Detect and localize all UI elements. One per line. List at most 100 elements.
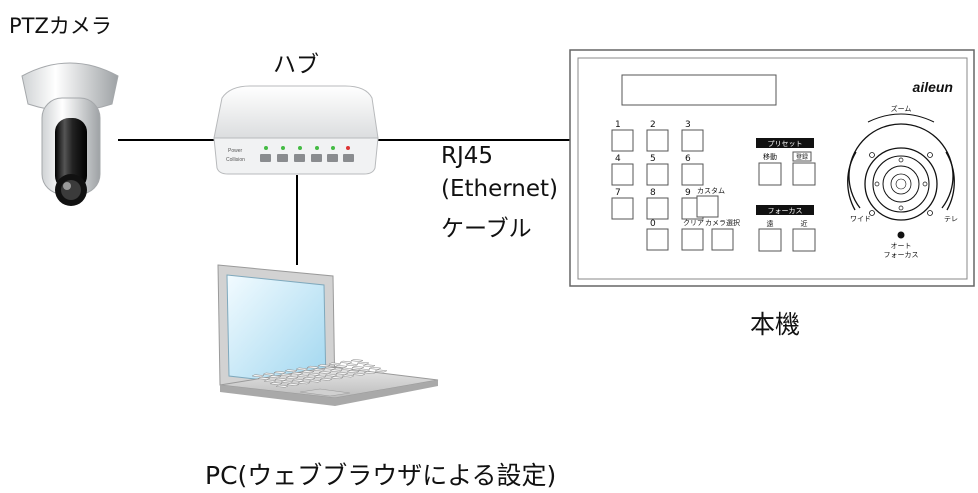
number-key-label-2: 2 bbox=[650, 120, 656, 130]
camera-label: PTZカメラ bbox=[9, 14, 112, 38]
svg-text:カスタム: カスタム bbox=[697, 186, 725, 195]
laptop-key bbox=[302, 377, 316, 380]
laptop-key bbox=[374, 369, 388, 373]
number-key-label-4: 4 bbox=[615, 154, 621, 164]
focus-group: フォーカス 遠 近 bbox=[756, 205, 816, 252]
number-key-label-1: 1 bbox=[615, 120, 621, 130]
focus-near-key[interactable] bbox=[792, 228, 816, 252]
number-key-label-6: 6 bbox=[685, 154, 691, 164]
svg-text:カメラ選択: カメラ選択 bbox=[705, 218, 740, 227]
laptop-key bbox=[268, 375, 282, 379]
laptop-key bbox=[295, 367, 309, 371]
laptop-key bbox=[301, 370, 315, 374]
laptop-key bbox=[275, 384, 289, 388]
laptop-key bbox=[357, 368, 371, 372]
ptz-camera bbox=[21, 62, 119, 206]
laptop-key bbox=[251, 374, 265, 378]
laptop-key bbox=[291, 378, 305, 382]
hub-ports bbox=[260, 154, 354, 162]
laptop-key bbox=[363, 371, 377, 375]
laptop-key bbox=[328, 362, 342, 366]
svg-text:Collision: Collision bbox=[226, 157, 245, 163]
number-key-1[interactable] bbox=[611, 129, 634, 152]
cable-label-line2: (Ethernet) bbox=[441, 176, 559, 202]
number-key-label-9: 9 bbox=[685, 188, 691, 198]
laptop-key bbox=[290, 371, 304, 375]
preset-register-key[interactable] bbox=[792, 162, 816, 186]
svg-text:フォーカス: フォーカス bbox=[884, 251, 919, 259]
autofocus-button[interactable] bbox=[897, 231, 905, 239]
laptop-key bbox=[346, 370, 360, 374]
device-label: 本機 bbox=[750, 310, 801, 339]
laptop-key bbox=[296, 374, 310, 378]
focus-far-key[interactable] bbox=[758, 228, 782, 252]
number-key-6[interactable] bbox=[681, 163, 704, 186]
laptop-key bbox=[339, 360, 353, 364]
number-key-3[interactable] bbox=[681, 129, 704, 152]
number-key-label-3: 3 bbox=[685, 120, 691, 130]
hub-leds bbox=[264, 146, 350, 160]
laptop-key bbox=[269, 382, 283, 386]
clear-key[interactable] bbox=[681, 228, 704, 251]
preset-move-key[interactable] bbox=[758, 162, 782, 186]
number-key-label-5: 5 bbox=[650, 154, 656, 164]
laptop-key bbox=[362, 364, 376, 368]
laptop-key bbox=[351, 365, 365, 369]
number-key-2[interactable] bbox=[646, 129, 669, 152]
laptop-key bbox=[306, 365, 320, 369]
laptop-key bbox=[263, 379, 277, 383]
laptop-key bbox=[257, 376, 271, 380]
laptop-key bbox=[352, 372, 366, 376]
number-key-4[interactable] bbox=[611, 163, 634, 186]
svg-text:フォーカス: フォーカス bbox=[768, 207, 803, 215]
laptop-key bbox=[318, 371, 332, 374]
laptop-key bbox=[313, 375, 327, 379]
laptop-key bbox=[308, 379, 322, 383]
number-key-8[interactable] bbox=[646, 197, 669, 220]
cable-label-line3: ケーブル bbox=[441, 216, 532, 242]
number-key-label-8: 8 bbox=[650, 188, 656, 198]
laptop-key bbox=[350, 359, 364, 362]
laptop-key bbox=[330, 376, 344, 380]
laptop-key bbox=[274, 377, 288, 381]
laptop-key bbox=[317, 364, 331, 368]
number-key-0[interactable] bbox=[646, 228, 669, 251]
brand-logo: aileun bbox=[913, 79, 953, 95]
svg-text:移動: 移動 bbox=[763, 152, 777, 161]
laptop-key bbox=[356, 361, 370, 365]
laptop-key bbox=[273, 370, 287, 374]
laptop-key bbox=[324, 373, 338, 377]
laptop-key bbox=[335, 371, 349, 375]
laptop-key bbox=[341, 374, 355, 378]
laptop-key bbox=[262, 372, 276, 376]
cable-label-line1: RJ45 bbox=[441, 143, 494, 169]
custom-key[interactable] bbox=[696, 195, 719, 218]
laptop-key bbox=[280, 380, 294, 384]
svg-text:ワイド: ワイド bbox=[850, 215, 871, 223]
number-key-label-0: 0 bbox=[650, 219, 656, 229]
laptop-key bbox=[312, 368, 326, 372]
pc-label: PC(ウェブブラウザによる設定) bbox=[205, 461, 557, 490]
svg-text:ズーム: ズーム bbox=[891, 104, 912, 113]
hub: Power Collision bbox=[213, 85, 379, 175]
laptop-key bbox=[319, 377, 333, 381]
lcd-display bbox=[621, 74, 777, 106]
laptop-pc bbox=[217, 264, 439, 406]
svg-text:近: 近 bbox=[801, 219, 808, 228]
laptop-key bbox=[297, 381, 311, 385]
connection-lines bbox=[118, 139, 572, 265]
camera-select-key[interactable] bbox=[711, 228, 734, 251]
laptop-key bbox=[334, 365, 348, 368]
laptop-keyboard bbox=[251, 359, 388, 388]
laptop-key bbox=[286, 383, 300, 386]
svg-text:オート: オート bbox=[891, 242, 912, 250]
laptop-key bbox=[279, 373, 293, 377]
laptop-key bbox=[329, 369, 343, 373]
number-key-7[interactable] bbox=[611, 197, 634, 220]
number-key-5[interactable] bbox=[646, 163, 669, 186]
laptop-key bbox=[285, 376, 299, 380]
laptop-key bbox=[345, 363, 359, 367]
